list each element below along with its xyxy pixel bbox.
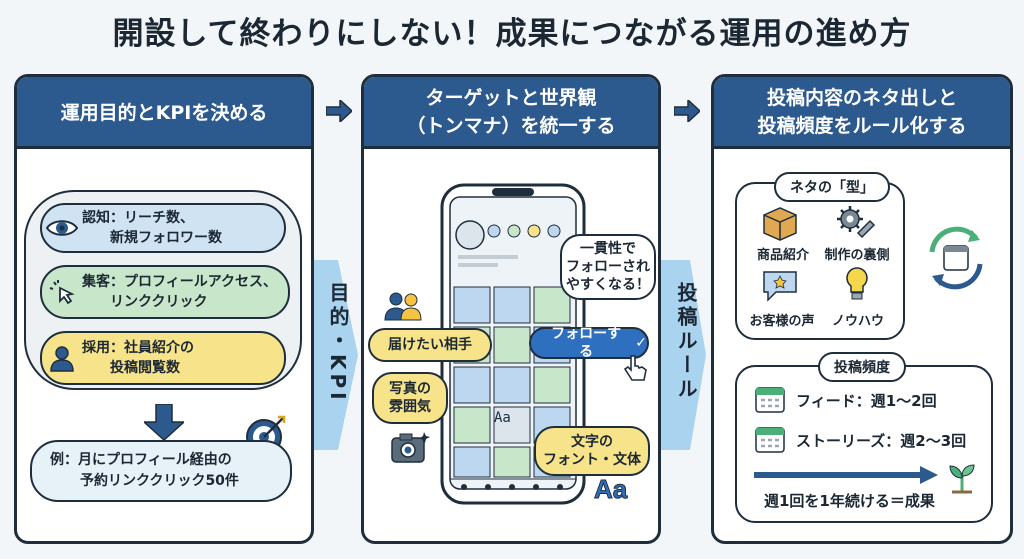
font-line: 文字の — [571, 434, 613, 450]
progress-arrow — [754, 466, 938, 484]
arrow-right-icon — [674, 100, 700, 122]
camera-icon — [391, 432, 430, 463]
calendar-icon — [755, 427, 785, 453]
consistency-bubble: 一貫性で フォローされ やすくなる！ — [560, 234, 656, 300]
font-sample-icon: Aa — [593, 474, 628, 505]
lightbulb-icon — [846, 267, 868, 300]
mood-line: 写真の — [389, 381, 431, 397]
consistency-line: 一貫性で — [580, 241, 636, 257]
idea-label: お客様の声 — [749, 314, 815, 329]
kpi-label: 集客：プロフィールアクセス、 — [82, 274, 278, 290]
heading-line-2: 投稿頻度をルール化する — [757, 114, 967, 137]
ideas-title: ネタの「型」 — [774, 172, 890, 202]
follow-button[interactable]: フォローする ✓ — [529, 326, 649, 360]
example-line-1: 例：月にプロフィール経由の — [50, 452, 232, 468]
hand-pointer-icon — [623, 355, 647, 381]
person-icon — [42, 344, 82, 372]
flow-band — [312, 260, 358, 450]
heading-line-1: 投稿内容のネタ出しと — [766, 86, 957, 109]
consistency-line: フォローされ — [566, 259, 650, 275]
kpi-label-2: 投稿閲覧数 — [110, 360, 180, 376]
panel-heading: ターゲットと世界観 （トンマナ）を統一する — [364, 77, 658, 149]
flow-band — [660, 260, 706, 450]
heading-line-1: ターゲットと世界観 — [425, 86, 597, 109]
check-icon: ✓ — [635, 335, 647, 351]
font-line: フォント・文体 — [543, 452, 641, 468]
eye-icon — [42, 217, 82, 239]
feed-frequency: フィード：週1～2回 — [796, 392, 937, 410]
result-text: 週1回を1年続ける＝成果 — [764, 492, 935, 510]
kpi-label-2: 新規フォロワー数 — [110, 230, 222, 246]
speech-star-icon — [763, 271, 797, 302]
panel-heading: 運用目的とKPIを決める — [17, 77, 311, 149]
kpi-label: 採用：社員紹介の — [82, 340, 194, 356]
idea-label: ノウハウ — [831, 314, 884, 329]
box-icon — [763, 207, 797, 241]
calendar-icon — [755, 387, 785, 413]
stories-frequency: ストーリーズ：週2～3回 — [796, 432, 967, 450]
cursor-click-icon — [42, 278, 82, 306]
kpi-label: 認知：リーチ数、 — [82, 210, 194, 226]
ideas-box — [735, 182, 905, 340]
arrow-right-icon — [326, 100, 352, 122]
band-label-kpi: 目的・KPI — [326, 282, 350, 404]
sample-aa-tile: Aa — [494, 410, 511, 426]
frequency-title: 投稿頻度 — [818, 352, 906, 382]
kpi-item-awareness: 認知：リーチ数、新規フォロワー数 — [40, 203, 286, 253]
kpi-item-acquisition: 集客：プロフィールアクセス、リンククリック — [40, 265, 290, 319]
kpi-example-bubble: 例：月にプロフィール経由の 予約リンククリック50件 — [30, 440, 292, 502]
band-label-rules: 投稿ルール — [674, 282, 698, 402]
idea-label: 商品紹介 — [756, 248, 809, 263]
gear-wrench-icon — [837, 206, 876, 239]
heading-line-2: （トンマナ）を統一する — [406, 114, 616, 137]
kpi-label-2: リンククリック — [110, 294, 208, 310]
example-line-2: 予約リンククリック50件 — [80, 473, 239, 489]
photo-mood-label: 写真の 雰囲気 — [372, 372, 448, 424]
cycle-calendar-icon — [929, 226, 983, 290]
sprout-icon — [949, 464, 975, 494]
consistency-line: やすくなる！ — [566, 277, 650, 293]
target-audience-label: 届けたい相手 — [368, 328, 492, 362]
follow-label: フォローする — [551, 326, 622, 360]
idea-label: 制作の裏側 — [824, 248, 890, 263]
people-icon — [384, 292, 422, 321]
page-title: 開設して終わりにしない！成果につながる運用の進め方 — [112, 16, 912, 52]
arrow-down-icon — [144, 404, 184, 440]
mood-line: 雰囲気 — [389, 399, 431, 415]
font-style-label: 文字の フォント・文体 — [534, 426, 650, 476]
panel-heading: 投稿内容のネタ出しと 投稿頻度をルール化する — [714, 77, 1010, 149]
kpi-item-recruiting: 採用：社員紹介の投稿閲覧数 — [40, 331, 286, 385]
